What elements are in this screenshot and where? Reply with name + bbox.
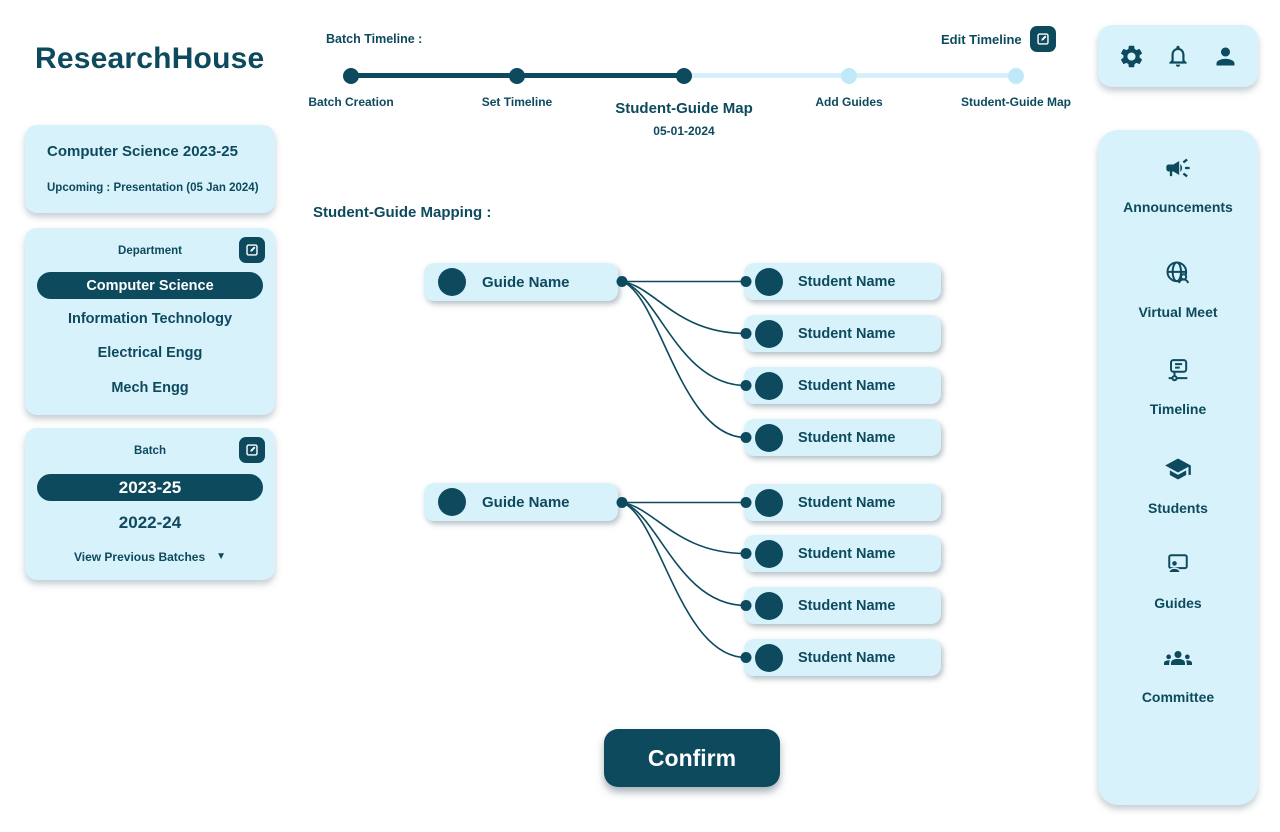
step-dot-set-timeline [509, 68, 525, 84]
avatar [755, 267, 783, 296]
settings-icon[interactable] [1117, 42, 1145, 70]
student-node[interactable]: Student Name [744, 535, 941, 572]
student-node[interactable]: Student Name [744, 484, 941, 521]
edit-department-button[interactable] [239, 237, 265, 263]
profile-icon[interactable] [1211, 42, 1239, 70]
connector-dot [616, 276, 628, 287]
student-name-label: Student Name [798, 545, 896, 562]
batch-card-title: Batch [134, 445, 166, 457]
department-card: Department Computer Science Information … [25, 228, 275, 415]
step-label: Add Guides [815, 95, 883, 109]
nav-item-committee[interactable]: Committee [1098, 644, 1258, 705]
nav-item-students[interactable]: Students [1098, 455, 1258, 516]
globe-user-icon [1164, 259, 1192, 287]
nav-item-guides[interactable]: Guides [1098, 550, 1258, 611]
avatar [755, 371, 783, 400]
avatar [755, 319, 783, 348]
guide-node[interactable]: Guide Name [424, 483, 618, 521]
guide-name-label: Guide Name [482, 273, 570, 291]
batch-info-upcoming: Upcoming : Presentation (05 Jan 2024) [47, 182, 259, 194]
step-label-active: Student-Guide Map [615, 100, 753, 117]
avatar [755, 423, 783, 452]
graduation-cap-icon [1164, 455, 1192, 483]
student-name-label: Student Name [798, 377, 896, 394]
step-dot-student-guide-map [676, 68, 692, 84]
people-icon [1164, 644, 1192, 672]
notifications-icon[interactable] [1164, 42, 1192, 70]
nav-item-label: Guides [1154, 595, 1202, 611]
step-date: 05-01-2024 [653, 124, 715, 138]
student-node[interactable]: Student Name [744, 315, 941, 352]
student-name-label: Student Name [798, 649, 896, 666]
edit-icon [246, 244, 258, 256]
guide-node[interactable]: Guide Name [424, 263, 618, 301]
nav-item-label: Committee [1141, 689, 1215, 705]
nav-item-label: Announcements [1123, 199, 1233, 215]
right-nav-panel: Announcements Virtual Meet [1098, 130, 1258, 805]
batch-option[interactable]: 2022-24 [118, 513, 182, 532]
nav-item-label: Virtual Meet [1138, 304, 1218, 320]
avatar [438, 268, 466, 296]
student-node[interactable]: Student Name [744, 263, 941, 300]
mapping-section-title: Student-Guide Mapping : [313, 204, 492, 221]
batch-card: Batch 2023-25 2022-24 View Previous Batc… [25, 428, 275, 580]
step-dot-student-guide-map-2 [1008, 68, 1024, 84]
student-node[interactable]: Student Name [744, 367, 941, 404]
avatar [755, 643, 783, 672]
edit-icon [1037, 33, 1049, 45]
guide-name-label: Guide Name [482, 493, 570, 511]
avatar [755, 539, 783, 568]
batch-info-title: Computer Science 2023-25 [47, 143, 238, 160]
department-option[interactable]: Electrical Engg [97, 345, 203, 361]
step-label: Student-Guide Map [961, 95, 1071, 109]
caret-down-icon: ▼ [216, 551, 227, 562]
topbar-icons-card [1098, 25, 1258, 87]
view-previous-batches-label: View Previous Batches [73, 550, 206, 564]
step-dot-batch-creation [343, 68, 359, 84]
student-name-label: Student Name [798, 494, 896, 511]
edit-timeline-button[interactable] [1029, 26, 1056, 52]
batch-option-selected[interactable]: 2023-25 [37, 474, 263, 501]
megaphone-icon [1164, 154, 1192, 182]
view-previous-batches[interactable]: View Previous Batches ▼ [25, 550, 275, 564]
batch-timeline-label: Batch Timeline : [326, 32, 423, 46]
student-node[interactable]: Student Name [744, 419, 941, 456]
step-label: Batch Creation [308, 95, 394, 109]
batch-info-card: Computer Science 2023-25 Upcoming : Pres… [25, 125, 275, 213]
step-label: Set Timeline [481, 95, 553, 109]
student-node[interactable]: Student Name [744, 587, 941, 624]
confirm-button[interactable]: Confirm [604, 729, 780, 787]
student-name-label: Student Name [798, 597, 896, 614]
edit-timeline-label: Edit Timeline [941, 31, 1022, 47]
app-logo: ResearchHouse [35, 42, 265, 75]
student-name-label: Student Name [798, 325, 896, 342]
student-name-label: Student Name [798, 429, 896, 446]
edit-batch-button[interactable] [239, 437, 265, 463]
department-option[interactable]: Information Technology [67, 311, 233, 327]
timeline-icon [1164, 356, 1192, 384]
nav-item-virtual-meet[interactable]: Virtual Meet [1098, 259, 1258, 320]
department-option[interactable]: Mech Engg [111, 380, 189, 396]
student-node[interactable]: Student Name [744, 639, 941, 676]
nav-item-announcements[interactable]: Announcements [1098, 154, 1258, 215]
edit-icon [246, 444, 258, 456]
connector-dot [616, 497, 628, 508]
nav-item-label: Students [1148, 500, 1208, 516]
nav-item-timeline[interactable]: Timeline [1098, 356, 1258, 417]
student-name-label: Student Name [798, 273, 896, 290]
edit-timeline: Edit Timeline [941, 26, 1056, 52]
avatar [755, 591, 783, 620]
nav-item-label: Timeline [1149, 401, 1207, 417]
presenter-icon [1164, 550, 1192, 578]
step-dot-add-guides [841, 68, 857, 84]
department-option-selected[interactable]: Computer Science [37, 272, 263, 299]
avatar [755, 488, 783, 517]
avatar [438, 488, 466, 516]
department-card-title: Department [118, 245, 182, 257]
